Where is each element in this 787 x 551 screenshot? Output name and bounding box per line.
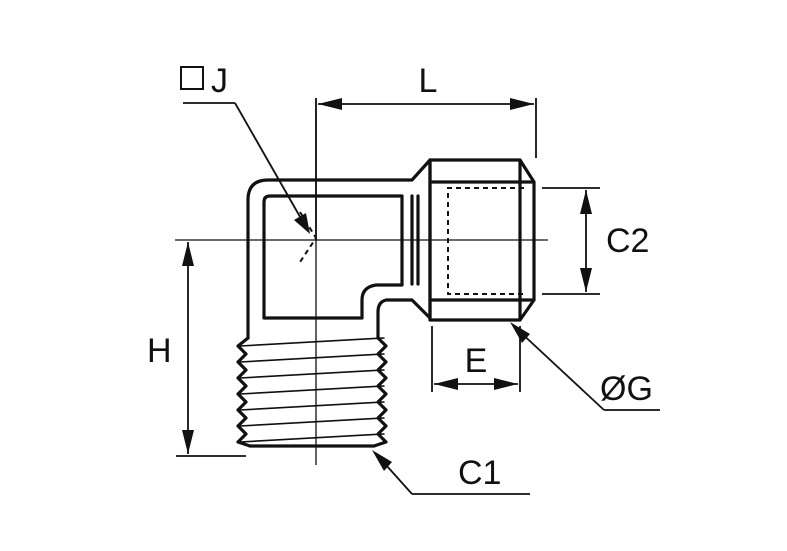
- dimension-c2-label: C2: [606, 222, 649, 260]
- dimension-e-arrow-left: [434, 378, 458, 390]
- dimension-c2-arrow-top: [580, 190, 592, 214]
- thread-line-3: [239, 369, 385, 379]
- dimension-g-label: ØG: [600, 370, 653, 408]
- internal-bore-hidden: [447, 187, 524, 295]
- thread-line-4: [239, 385, 385, 395]
- g-leader-arrow: [510, 322, 530, 343]
- male-thread: [236, 336, 388, 448]
- dimension-j-label: J: [211, 62, 228, 100]
- c1-leader-arrow: [372, 450, 392, 471]
- dimension-e-arrow-right: [494, 378, 518, 390]
- dimension-h-label: H: [147, 332, 172, 370]
- dimension-h-arrow-top: [182, 242, 194, 266]
- dimension-l-arrow-left: [318, 98, 342, 110]
- dimension-c2-arrow-bottom: [580, 268, 592, 292]
- dimension-l-arrow-right: [510, 98, 534, 110]
- thread-left-profile: [236, 336, 252, 448]
- thread-line-5: [239, 401, 385, 411]
- dimension-e-label: E: [465, 342, 488, 380]
- j-leader-diagonal: [234, 102, 304, 223]
- thread-line-2: [239, 353, 385, 363]
- thread-line-1: [239, 337, 385, 347]
- thread-line-6: [239, 417, 385, 427]
- dimension-c1-label: C1: [458, 454, 501, 492]
- dimension-h-arrow-bottom: [182, 430, 194, 454]
- thread-right-profile: [372, 336, 388, 448]
- elbow-body-inner-outline: [262, 194, 404, 320]
- j-leader-arrow: [294, 213, 310, 234]
- g-leader-diagonal: [517, 329, 605, 411]
- thread-line-7: [239, 433, 385, 443]
- dimension-l-label: L: [419, 62, 438, 100]
- square-outline-icon: [180, 66, 204, 90]
